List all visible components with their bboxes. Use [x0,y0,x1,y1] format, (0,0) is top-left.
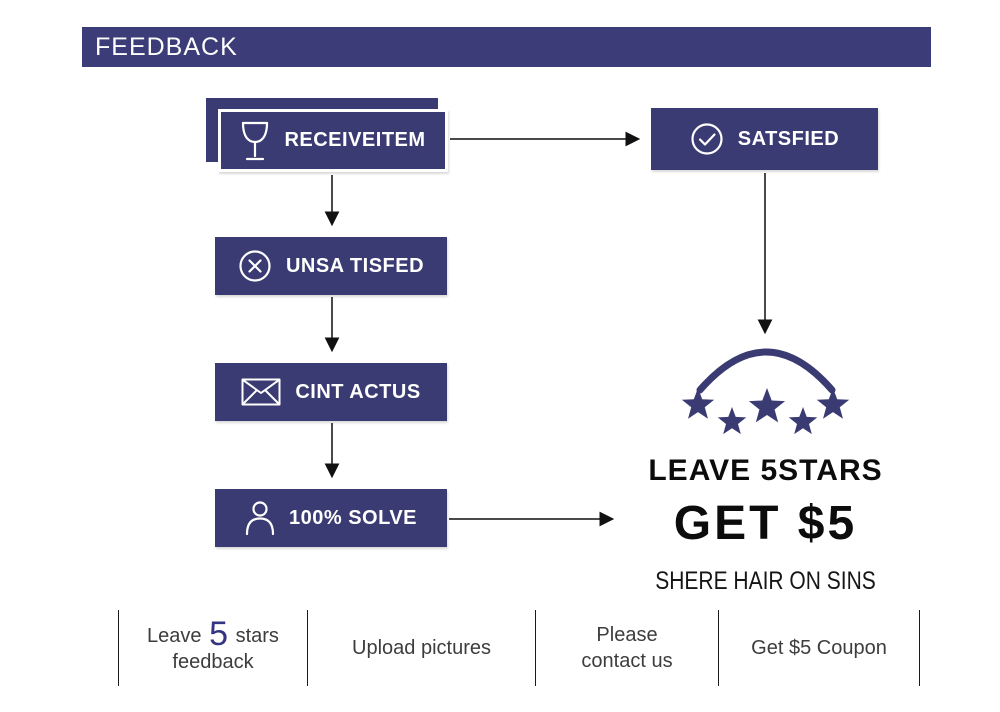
footer-step-upload-pictures: Upload pictures [307,610,535,686]
contact-box: CINT ACTUS [215,363,447,421]
envelope-icon [241,378,281,406]
five-stars-arc-graphic [681,348,850,435]
footer-text: stars [235,625,279,647]
x-circle-icon [239,250,271,282]
contact-label: CINT ACTUS [295,380,421,403]
footer-step-contact-us: Please contact us [535,610,718,686]
page-title: FEEDBACK [95,32,238,61]
footer-steps: Leave 5 stars feedback Upload pictures P… [118,610,920,686]
footer-step-line: feedback [172,651,254,673]
check-circle-icon [691,123,723,155]
star-icon [681,388,715,419]
brand-text: SHERE HAIR ON SINS [655,567,876,595]
star-icon [717,407,747,435]
satisfied-label: SATSFIED [737,127,840,150]
footer-step-line: Upload pictures [352,637,491,659]
footer-step-get-coupon: Get $5 Coupon [718,610,920,686]
solve-box: 100% SOLVE [215,489,447,547]
leave-5-stars-text: LEAVE 5STARS [648,454,883,487]
unsatisfied-label: UNSA TISFED [285,254,425,277]
big-five-number: 5 [209,615,229,653]
star-icon [748,388,786,423]
receive-item-label: RECEIVEITEM [284,129,426,151]
receive-item-box: RECEIVEITEM [218,109,448,172]
solve-label: 100% SOLVE [288,506,418,529]
footer-step-line: Leave 5 stars [147,617,279,651]
person-icon [245,501,275,536]
footer-step-leave-feedback: Leave 5 stars feedback [118,610,307,686]
header-bar: FEEDBACK [82,27,931,67]
footer-text: Leave [147,625,202,647]
satisfied-box: SATSFIED [651,108,878,170]
footer-step-line: Please [596,624,658,646]
footer-step-line: Get $5 Coupon [751,637,887,659]
arc-swoosh [696,348,836,394]
star-icon [816,388,850,419]
goblet-icon [242,121,269,160]
reward-block: LEAVE 5STARS GET $5 SHERE HAIR ON SINS [598,454,933,596]
get-5-dollars-text: GET $5 [673,497,858,550]
unsatisfied-box: UNSA TISFED [215,237,447,295]
star-icon [788,407,818,435]
footer-step-line: contact us [581,650,673,672]
